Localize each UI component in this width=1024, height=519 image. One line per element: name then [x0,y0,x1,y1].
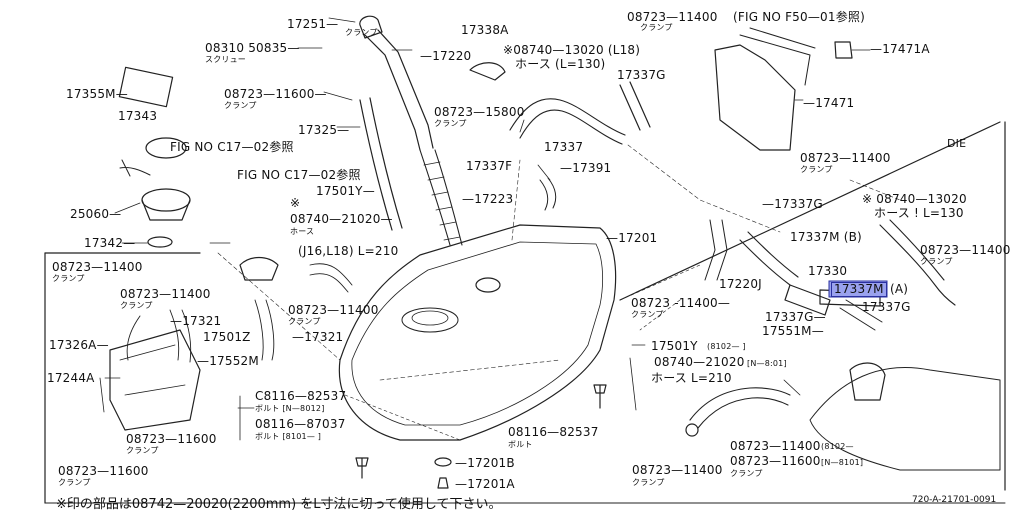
part-label-p08116_87037: 08116—87037 [255,417,346,431]
part-label-p08116_82537a: C8116—82537 [255,389,347,403]
part-label-hose_d: ホース L=210 [651,371,732,385]
part-label-p17201a: —17201A [455,477,515,491]
part-label-bolt_c: ボルト [508,440,533,449]
part-label-p17501y2: 17501Y [651,339,698,353]
drawing-code: 720-A-21701-0091 [912,495,997,505]
part-label-p17471a: —17471A [870,42,930,56]
part-label-clamp1: クランプ [345,28,378,37]
part-label-p17244a: 17244A [47,371,95,385]
part-label-p17321b: —17321 [292,330,344,344]
part-label-p25060: 25060— [70,207,122,221]
part-label-p17337g3: 17337G [862,300,911,314]
part-label-hose_c: ホース [290,227,315,236]
part-label-p17337f: 17337F [466,159,513,173]
part-label-clamp_l4: クランプ [58,478,91,487]
part-label-p08116_82537b: 08116—82537 [508,425,599,439]
part-label-p17220: —17220 [420,49,472,63]
part-label-p08723_11400_r2: 08723—11400 [920,243,1011,257]
part-label-j16: (J16,L18) L=210 [298,244,399,258]
part-label-clamp_r2: クランプ [920,257,953,266]
part-label-mark1: ※ [290,196,301,210]
part-label-p08723_11400_b3: 08723—11400 [632,463,723,477]
part-label-clamp_l3: クランプ [126,446,159,455]
part-label-p08723_11400_c: 08723—11400 [288,303,379,317]
part-label-p08723_11600_l4: 08723—11600 [58,464,149,478]
part-label-p17220j: 17220J [719,277,762,291]
part-label-p17337g2: —17337G [762,197,823,211]
part-label-p17251: 17251— [287,17,339,31]
part-label-p17223: —17223 [462,192,514,206]
part-label-p08723_11400_b1: 08723—11400 [730,439,821,453]
part-label-figf50: (FIG NO F50—01参照) [733,10,865,24]
part-label-p08723_11400_top: 08723—11400 [627,10,718,24]
part-label-p08740a: ※08740—13020 (L18) [503,43,641,57]
filler-neck [364,29,434,151]
part-label-p17501z: 17501Z [203,330,251,344]
part-label-p17343: 17343 [118,109,158,123]
footnote: ※印の部品は08742—20020(2200mm) をL寸法に切って使用して下さ… [56,497,502,512]
part-label-clamp_m: クランプ [631,310,664,319]
part-label-p17471: —17471 [803,96,855,110]
part-label-p17337: 17337 [544,140,584,154]
part-label-hose_a: ホース (L=130) [515,57,606,71]
part-label-p08723_11400_l1: 08723—11400 [52,260,143,274]
part-label-clamp_b: クランプ [730,469,763,478]
part-label-figc17b: FIG NO C17—02参照 [237,168,361,182]
part-label-p17201: —17201 [606,231,658,245]
part-label-p17330: 17330 [808,264,848,278]
part-label-clamp_l1: クランプ [52,274,85,283]
part-label-p17501y2_d: (8102— ] [707,342,746,351]
part-label-screw: スクリュー [205,55,246,64]
part-label-p17337g4: 17337G— [765,310,826,324]
part-label-hose_b: ホース ! L=130 [874,206,964,220]
part-label-a_mark: (A) [890,282,909,296]
part-label-p17325: 17325— [298,123,350,137]
part-label-bolt_b: ボルト [8101— ] [255,432,322,441]
canister-bracket [109,329,201,431]
part-label-p08723_11400_b1_d: (8102— [821,442,854,451]
part-label-clamp_r1: クランプ [800,165,833,174]
part-label-p08723_11400_l2: 08723—11400 [120,287,211,301]
part-label-clamp_c: クランプ [288,317,321,326]
part-label-p08723_11400_m: 08723 -11400— [631,296,731,310]
part-label-bolt_a: ボルト [N—8012] [255,404,325,413]
part-label-figc17a: FIG NO C17—02参照 [170,140,294,154]
part-label-p08723_15800: 08723—15800 [434,105,525,119]
part-label-p17321a: —17321 [170,314,222,328]
part-label-p17552m: —17552M [197,354,259,368]
part-label-p17337m_a: 17337M [831,282,887,297]
part-label-p08740c: 08740—21020— [290,212,393,226]
fuel-tank-outline [338,224,617,441]
part-label-clamp_b3: クランプ [632,478,665,487]
part-label-p08740d: 08740—21020 [654,355,745,369]
part-label-p17337m_b: 17337M (B) [790,230,862,244]
part-label-p08723_11600_l3: 08723—11600 [126,432,217,446]
part-label-die: DIE [947,137,967,150]
part-label-p08723_11600: 08723—11600— [224,87,327,101]
part-label-p17391: —17391 [560,161,612,175]
part-label-clamp3: クランプ [434,119,467,128]
part-label-p08723_11600_b2_d: [N—8101] [821,458,864,467]
part-label-clamp_top: クランプ [640,23,673,32]
part-label-p17551m: 17551M— [762,324,824,338]
part-label-clamp_l2: クランプ [120,301,153,310]
part-label-p17337g1: 17337G [617,68,666,82]
part-label-p17326a: 17326A— [49,338,109,352]
part-label-p17501y: 17501Y— [316,184,375,198]
part-label-p08740d_d: [N—8:01] [747,359,787,368]
part-label-p17201b: —17201B [455,456,515,470]
part-label-p08723_11400_r1: 08723—11400 [800,151,891,165]
part-label-clamp2: クランプ [224,101,257,110]
bracket-17471 [714,44,796,151]
frame-line-diagonal [619,121,1001,301]
part-label-p17342: 17342— [84,236,136,250]
part-label-p08310: 08310 50835— [205,41,300,55]
part-label-p17338a: 17338A [461,23,509,37]
part-label-p08740b: ※ 08740—13020 [862,192,967,206]
part-label-p17355m: 17355M— [66,87,128,101]
part-label-p08723_11600_b2: 08723—11600 [730,454,821,468]
